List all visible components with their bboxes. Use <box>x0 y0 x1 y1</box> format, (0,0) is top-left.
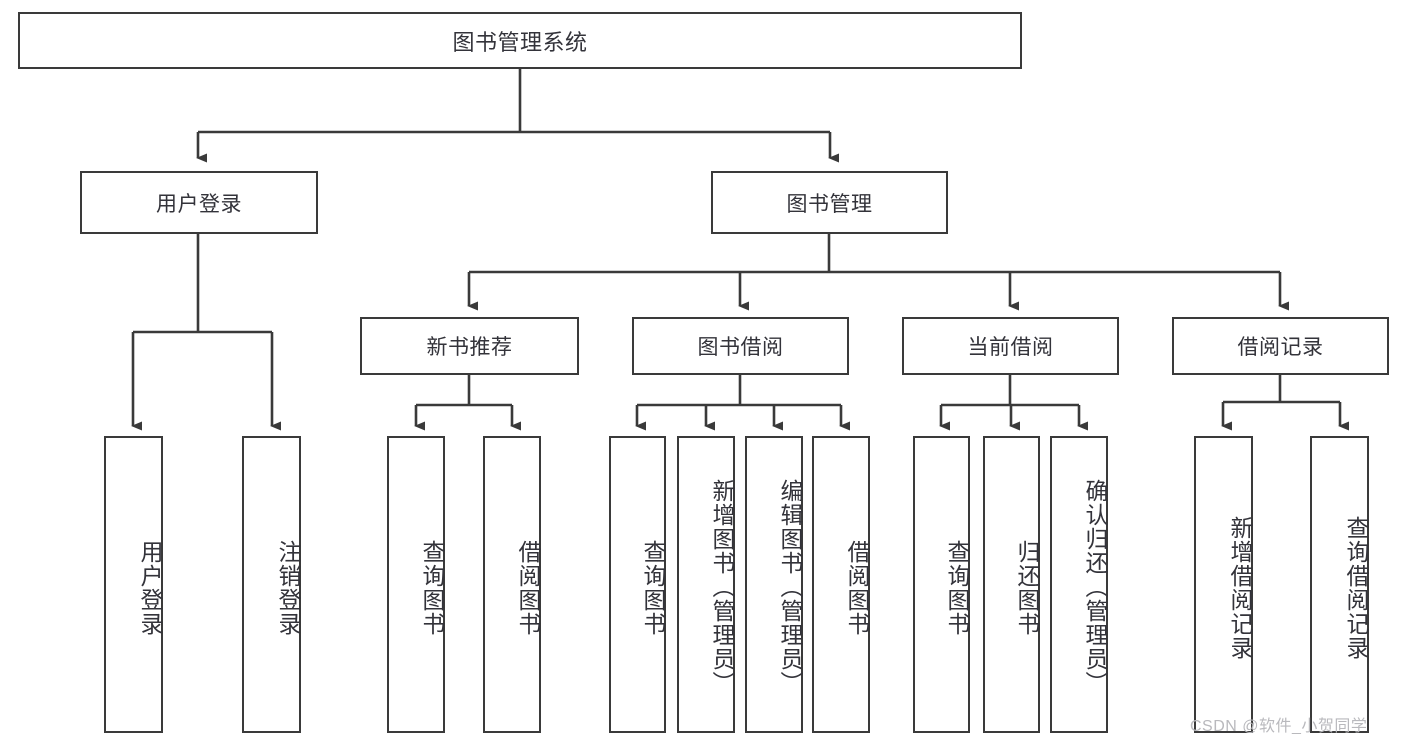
node-label: 查询图书 <box>419 539 445 636</box>
node-label: 用户登录 <box>156 192 242 216</box>
node-root-book-management-system[interactable]: 图书管理系统 <box>18 12 1022 69</box>
node-label: 借阅图书 <box>515 539 541 636</box>
node-label: 新书推荐 <box>426 336 513 359</box>
node-label: 编辑图书（管理员） <box>777 478 803 695</box>
node-label: 确认归还（管理员） <box>1082 478 1108 695</box>
node-label: 当前借阅 <box>967 336 1054 359</box>
node-label: 图书管理 <box>786 192 873 216</box>
leaf-query-book-recommend[interactable]: 查询图书 <box>387 436 445 733</box>
leaf-query-book-current[interactable]: 查询图书 <box>913 436 970 733</box>
node-new-book-recommendation[interactable]: 新书推荐 <box>360 317 579 375</box>
leaf-add-book-admin[interactable]: 新增图书（管理员） <box>677 436 735 733</box>
node-book-borrow[interactable]: 图书借阅 <box>632 317 849 375</box>
node-label: 图书管理系统 <box>452 29 588 55</box>
node-current-borrow[interactable]: 当前借阅 <box>902 317 1119 375</box>
leaf-borrow-book-recommend[interactable]: 借阅图书 <box>483 436 541 733</box>
node-label: 新增借阅记录 <box>1227 515 1253 660</box>
node-label: 图书借阅 <box>697 336 784 359</box>
leaf-user-login[interactable]: 用户登录 <box>104 436 163 733</box>
node-label: 用户登录 <box>137 539 163 636</box>
leaf-query-book-borrow[interactable]: 查询图书 <box>609 436 666 733</box>
leaf-query-borrow-record[interactable]: 查询借阅记录 <box>1310 436 1369 733</box>
leaf-borrow-book-borrow[interactable]: 借阅图书 <box>812 436 870 733</box>
leaf-add-borrow-record[interactable]: 新增借阅记录 <box>1194 436 1253 733</box>
node-user-login[interactable]: 用户登录 <box>80 171 318 234</box>
node-label: 归还图书 <box>1014 539 1040 636</box>
node-label: 借阅记录 <box>1237 336 1324 359</box>
node-label: 注销登录 <box>275 539 301 636</box>
node-book-management[interactable]: 图书管理 <box>711 171 948 234</box>
leaf-edit-book-admin[interactable]: 编辑图书（管理员） <box>745 436 803 733</box>
node-label: 借阅图书 <box>844 539 870 636</box>
node-label: 新增图书（管理员） <box>709 478 735 695</box>
leaf-return-book[interactable]: 归还图书 <box>983 436 1040 733</box>
leaf-logout[interactable]: 注销登录 <box>242 436 301 733</box>
node-borrow-record[interactable]: 借阅记录 <box>1172 317 1389 375</box>
node-label: 查询借阅记录 <box>1343 515 1369 660</box>
watermark-text: CSDN @软件_小贺同学 <box>1190 718 1368 735</box>
node-label: 查询图书 <box>944 539 970 636</box>
node-label: 查询图书 <box>640 539 666 636</box>
leaf-confirm-return-admin[interactable]: 确认归还（管理员） <box>1050 436 1108 733</box>
